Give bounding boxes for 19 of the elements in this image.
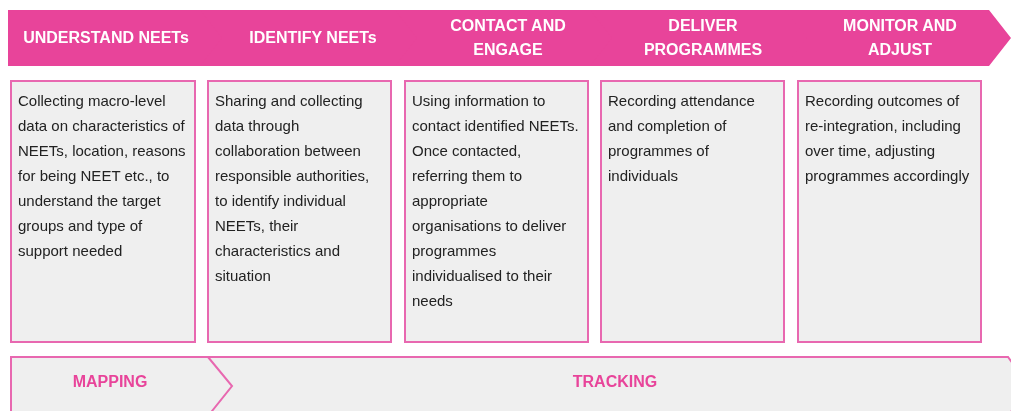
phase-label: MAPPING xyxy=(71,373,149,391)
step-header-banner xyxy=(785,10,1011,66)
step-title: MONITOR AND ADJUST xyxy=(842,16,958,60)
description-text: Recording attendance and completion of programmes of individuals xyxy=(608,91,756,186)
step-title: UNDERSTAND NEETs xyxy=(22,28,190,48)
description-box xyxy=(797,80,982,343)
step-title: DELIVER PROGRAMMES xyxy=(642,16,764,60)
phase-banner xyxy=(10,356,240,411)
description-box xyxy=(10,80,196,343)
description-box xyxy=(404,80,589,343)
description-text: Recording outcomes of re-integration, including over time, adjusting programmes accordingly xyxy=(805,91,971,186)
step-title: IDENTIFY NEETs xyxy=(248,28,378,48)
phase-label: TRACKING xyxy=(571,373,659,391)
description-text: Collecting macro-level data on characteristics of NEETs, location, reasons for being NEET etc., to understand the target groups and type of support needed xyxy=(18,91,187,261)
step-title: CONTACT AND ENGAGE xyxy=(449,16,567,60)
description-text: Sharing and collecting data through collaboration between responsible authorities, to identify individual NEETs, their characteristics and situation xyxy=(215,91,371,286)
description-box xyxy=(207,80,392,343)
description-box xyxy=(600,80,785,343)
description-text: Using information to contact identified NEETs. Once contacted, referring them to appropriate organisations to deliver programmes individualised to their needs xyxy=(412,91,580,311)
